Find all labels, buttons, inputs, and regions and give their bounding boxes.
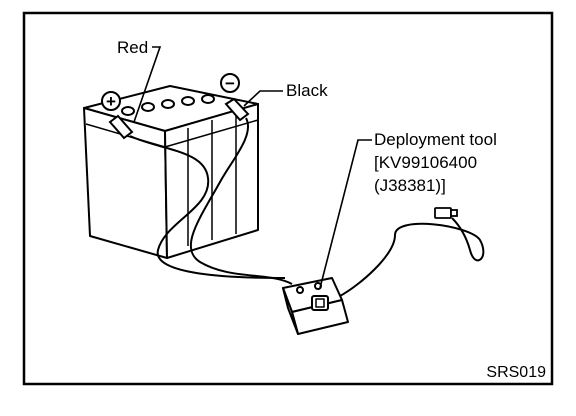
connector-plug: [434, 207, 458, 219]
figure-frame: [22, 11, 554, 386]
battery-ribs: [187, 113, 237, 246]
label-red: Red: [117, 38, 148, 57]
label-tool-line2: [KV99106400: [374, 153, 477, 172]
negative-terminal-symbol: −: [220, 73, 240, 93]
tool-button: [296, 286, 304, 294]
figure-code: SRS019: [486, 364, 546, 381]
positive-sign: +: [106, 92, 116, 111]
black-clamp: [224, 97, 250, 122]
label-tool-line1: Deployment tool: [374, 130, 497, 149]
deployment-tool: [282, 277, 349, 335]
black-cable: [189, 117, 293, 285]
red-cable: [129, 135, 286, 279]
tool-side: [282, 287, 299, 335]
cell-cap: [161, 99, 175, 109]
cell-cap: [201, 94, 215, 104]
cell-cap: [181, 96, 195, 106]
battery: [83, 85, 259, 259]
black-leader-line: [243, 90, 283, 107]
label-black: Black: [286, 81, 328, 100]
cell-cap: [121, 106, 135, 116]
label-tool-line3: (J38381)]: [374, 176, 446, 195]
positive-terminal-symbol: +: [101, 91, 121, 111]
red-clamp: [108, 114, 134, 140]
red-leader-line: [133, 46, 162, 123]
negative-sign: −: [225, 74, 235, 93]
tool-leader-line: [319, 139, 372, 289]
tool-output-cable: [339, 217, 485, 297]
cell-cap: [141, 102, 155, 112]
